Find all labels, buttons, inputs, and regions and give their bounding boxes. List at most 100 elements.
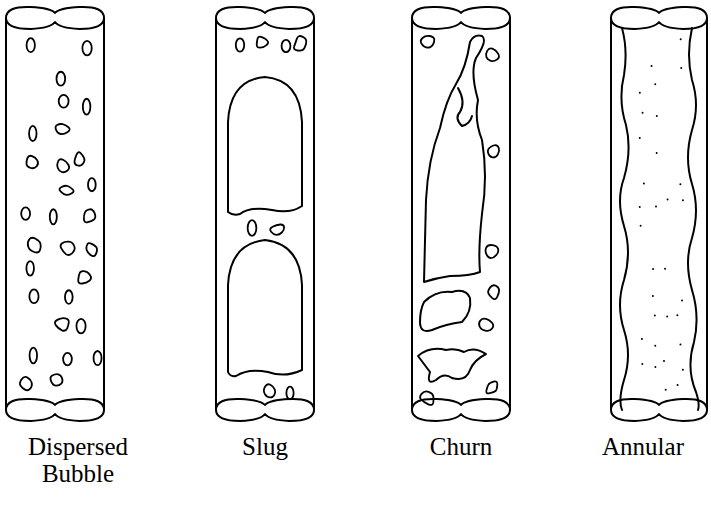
gas-bubble [282, 40, 291, 52]
flow-features [228, 28, 699, 410]
liquid-droplet [652, 268, 654, 270]
gas-bubble [30, 348, 37, 364]
liquid-droplet [679, 344, 681, 346]
gas-bubble [61, 242, 75, 255]
liquid-droplet [656, 152, 658, 154]
pipe-end [6, 7, 104, 29]
pipe-wall [5, 18, 7, 410]
gas-bubble [63, 353, 72, 366]
liquid-droplet [642, 112, 644, 114]
gas-bubble [57, 159, 69, 172]
liquid-film [620, 28, 629, 410]
liquid-droplet [641, 363, 643, 365]
liquid-droplet [652, 295, 654, 297]
liquid-droplet [680, 67, 682, 69]
pipe-wall [610, 18, 612, 410]
gas-bubble [28, 238, 41, 253]
liquid-droplet [679, 183, 681, 185]
gas-bubble [59, 95, 69, 108]
gas-bubble [50, 209, 57, 224]
gas-bubble [270, 224, 284, 234]
pattern-label: Slug [205, 433, 325, 460]
gas-bubble [56, 72, 65, 86]
gas-bubble [488, 285, 499, 299]
gas-bubble [82, 41, 91, 56]
liquid-droplet [682, 199, 684, 201]
gas-bubble [27, 38, 35, 52]
gas-bubble [486, 245, 499, 258]
liquid-droplet [664, 268, 666, 270]
pipe-wall [103, 18, 105, 410]
gas-bubble [420, 391, 433, 405]
gas-bubble [264, 384, 275, 397]
churn-gas-region [457, 88, 472, 126]
gas-bubble [486, 48, 499, 61]
pipe-wall [509, 18, 511, 410]
gas-bubble [56, 124, 70, 134]
liquid-droplet [666, 315, 668, 317]
pipe-end [216, 7, 314, 29]
pipe-wall [411, 18, 413, 410]
gas-bubble [88, 178, 96, 191]
liquid-droplet [681, 300, 683, 302]
gas-bubble [26, 261, 34, 276]
gas-bubble [29, 126, 36, 141]
gas-bubble [59, 186, 73, 195]
liquid-droplet [639, 137, 641, 139]
pipe-wall [706, 18, 708, 410]
gas-bubble [248, 220, 257, 236]
liquid-droplet [640, 225, 642, 227]
liquid-droplet [643, 183, 645, 185]
gas-bubble [294, 36, 306, 51]
liquid-droplet [654, 314, 656, 316]
gas-bubble [488, 145, 499, 157]
gas-bubble [83, 99, 91, 115]
gas-bubble [26, 156, 38, 168]
gas-bubble [21, 207, 30, 219]
liquid-droplet [676, 314, 678, 316]
pattern-label: Dispersed Bubble [3, 433, 153, 487]
churn-gas-region [424, 36, 485, 282]
gas-bubble [76, 319, 85, 333]
pipe-end [412, 399, 510, 421]
gas-bubble [86, 243, 97, 256]
taylor-bubble [228, 77, 302, 215]
pipe-end [216, 399, 314, 421]
pipe-end [412, 7, 510, 29]
pipe-outlines [6, 7, 707, 421]
gas-bubble [55, 318, 69, 331]
churn-gas-region [420, 291, 470, 331]
bubbles-and-droplets [20, 36, 684, 405]
gas-bubble [29, 289, 38, 303]
taylor-bubble [228, 240, 302, 376]
gas-bubble [65, 290, 73, 304]
pattern-label: Churn [401, 433, 521, 460]
liquid-droplet [654, 345, 656, 347]
liquid-droplet [656, 115, 658, 117]
liquid-droplet [677, 384, 679, 386]
churn-gas-region [418, 349, 486, 382]
liquid-droplet [655, 205, 657, 207]
liquid-droplet [651, 65, 653, 67]
liquid-droplet [639, 92, 641, 94]
liquid-droplet [663, 360, 665, 362]
liquid-droplet [639, 206, 641, 208]
gas-bubble [94, 351, 102, 365]
pipe-end [611, 7, 707, 29]
pipe-end [6, 399, 104, 421]
pipe-end [611, 399, 707, 421]
pipe-wall [215, 18, 217, 410]
pattern-label: Annular [578, 433, 708, 460]
liquid-droplet [680, 38, 682, 40]
gas-bubble [286, 387, 293, 400]
gas-bubble [421, 36, 435, 48]
liquid-droplet [682, 369, 684, 371]
gas-bubble [486, 381, 497, 393]
gas-bubble [74, 152, 84, 166]
gas-bubble [236, 38, 244, 51]
gas-bubble [257, 37, 268, 48]
gas-bubble [84, 209, 96, 222]
liquid-droplet [665, 389, 667, 391]
liquid-droplet [654, 366, 656, 368]
